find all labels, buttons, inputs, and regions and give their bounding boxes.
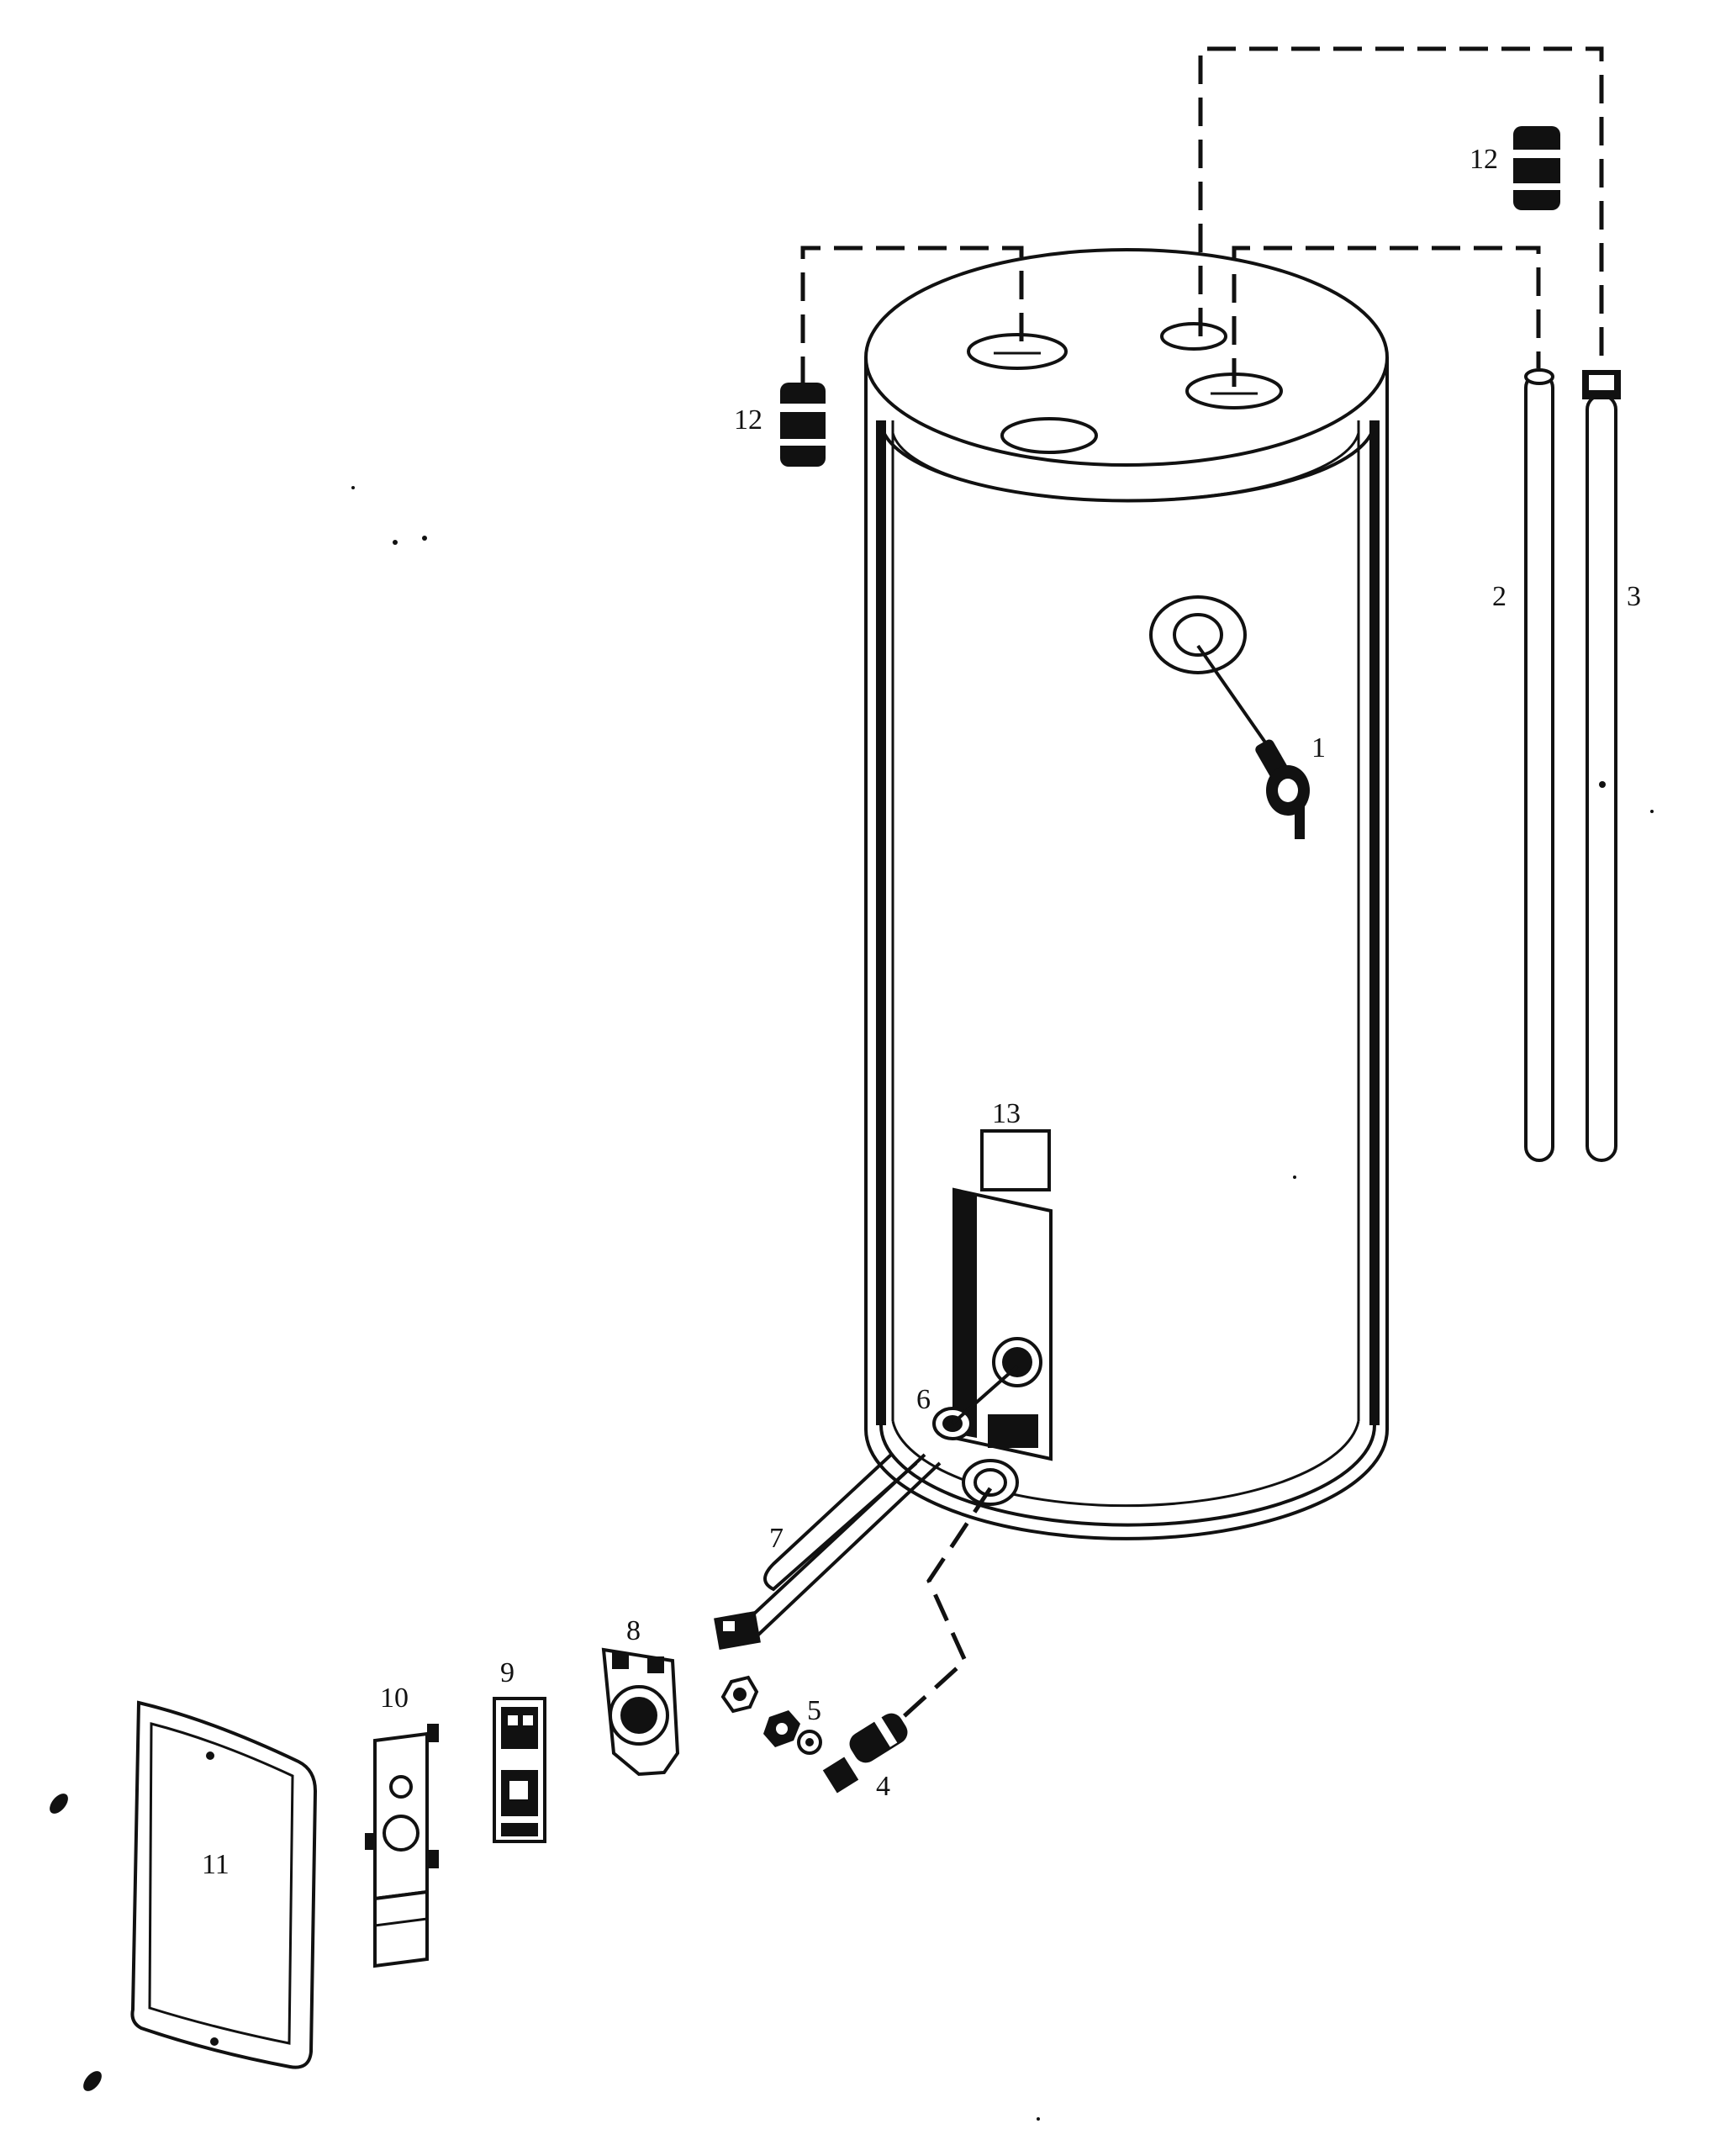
callout-13: 13	[992, 1098, 1021, 1129]
lower-panel-blocks	[988, 1414, 1038, 1448]
callout-labels: 1 2 3 4 5 6 7 8 9 10 11 12 12 13	[202, 144, 1641, 1880]
callout-1: 1	[1311, 732, 1326, 763]
water-heater-tank	[864, 248, 1389, 1540]
tank-top-band-inner	[891, 432, 1360, 503]
callout-12-left: 12	[734, 404, 762, 436]
thermostat-bracket	[365, 1724, 439, 1968]
callout-5: 5	[807, 1695, 821, 1726]
temp-pressure-relief-valve	[1255, 739, 1310, 839]
tank-top-spare-port	[1000, 417, 1098, 454]
callout-3: 3	[1627, 581, 1641, 612]
scan-speckles	[351, 486, 1654, 2121]
heat-trap-nipple-right	[1513, 126, 1560, 210]
leader-relief-valve	[1196, 644, 1271, 750]
thermostat	[493, 1697, 546, 1843]
callout-9: 9	[500, 1657, 514, 1688]
dip-tube	[1524, 368, 1554, 1162]
leader-dip-tube	[1232, 246, 1541, 387]
tank-bottom-rim	[879, 1424, 1376, 1527]
leader-drain-valve	[889, 1487, 993, 1730]
tank-body-outline	[864, 357, 1389, 1540]
callout-2: 2	[1492, 581, 1506, 612]
access-panel-edge	[954, 1190, 977, 1438]
heating-element	[714, 1453, 942, 1651]
callout-10: 10	[380, 1683, 409, 1714]
element-nut-washer	[720, 1675, 822, 1755]
callout-8: 8	[626, 1615, 641, 1646]
leader-left-nipple	[800, 246, 1024, 427]
callout-6: 6	[916, 1384, 931, 1415]
leader-anode	[1198, 46, 1604, 368]
element-bracket	[601, 1647, 680, 1777]
callout-4: 4	[876, 1771, 890, 1802]
upper-element-port-hole	[1002, 1347, 1032, 1377]
callout-12-right: 12	[1470, 144, 1498, 175]
drain-port	[974, 1468, 1007, 1497]
relief-valve-port	[1173, 613, 1223, 657]
drain-valve	[822, 1713, 908, 1794]
element-leader	[951, 1365, 1019, 1425]
heat-trap-nipple-left	[780, 383, 826, 467]
access-cover	[130, 1700, 318, 2069]
cover-screw-lower	[83, 2071, 102, 2091]
tank-top-anode-port	[1160, 322, 1227, 351]
tank-bottom-inner-rim	[891, 1420, 1360, 1508]
assembly-leader-lines	[800, 46, 1604, 1730]
tank-top-hot-outlet	[967, 333, 1068, 370]
anode-rod	[1582, 370, 1621, 1162]
tank-top	[864, 248, 1389, 467]
cover-screws	[50, 1794, 102, 2091]
callout-11: 11	[202, 1849, 230, 1880]
rating-label-outline	[980, 1129, 1051, 1191]
cover-screw-upper	[50, 1794, 68, 1814]
callout-7: 7	[769, 1523, 784, 1554]
